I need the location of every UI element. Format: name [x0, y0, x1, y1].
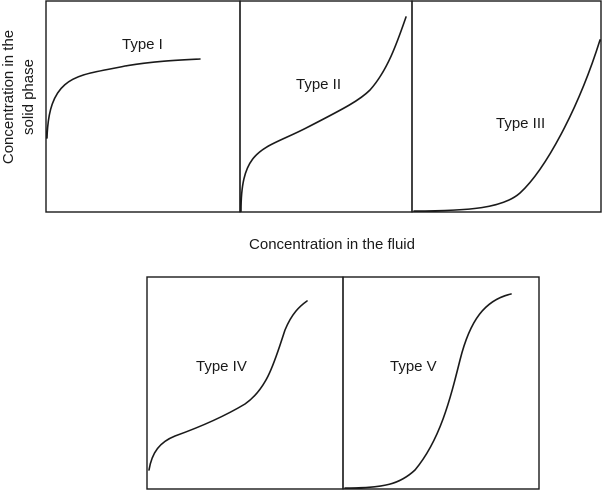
- type-1-curve: [46, 58, 201, 139]
- panel-type-1-label: Type I: [122, 36, 163, 53]
- panel-type-1-frame: [45, 0, 241, 213]
- panel-type-4-label: Type IV: [196, 358, 247, 375]
- bottom-row: Type IV Type V: [146, 276, 540, 490]
- panel-type-5-label: Type V: [390, 358, 437, 375]
- panel-type-3-label: Type III: [496, 115, 545, 132]
- top-row: Type I Type II Type III: [45, 0, 602, 213]
- x-axis-label: Concentration in the fluid: [249, 236, 415, 253]
- y-axis-label-line1: Concentration in the: [0, 30, 17, 164]
- panel-type-2-label: Type II: [296, 76, 341, 93]
- type-2-curve: [240, 16, 407, 212]
- panel-type-2-frame: [239, 0, 413, 213]
- type-5-curve: [344, 293, 512, 489]
- panel-type-5-frame: [342, 276, 540, 490]
- type-3-curve: [413, 39, 601, 212]
- panel-type-3-frame: [411, 0, 602, 213]
- type-4-curve: [148, 300, 308, 471]
- y-axis-label-line2: solid phase: [20, 59, 37, 135]
- panel-type-4-frame: [146, 276, 344, 490]
